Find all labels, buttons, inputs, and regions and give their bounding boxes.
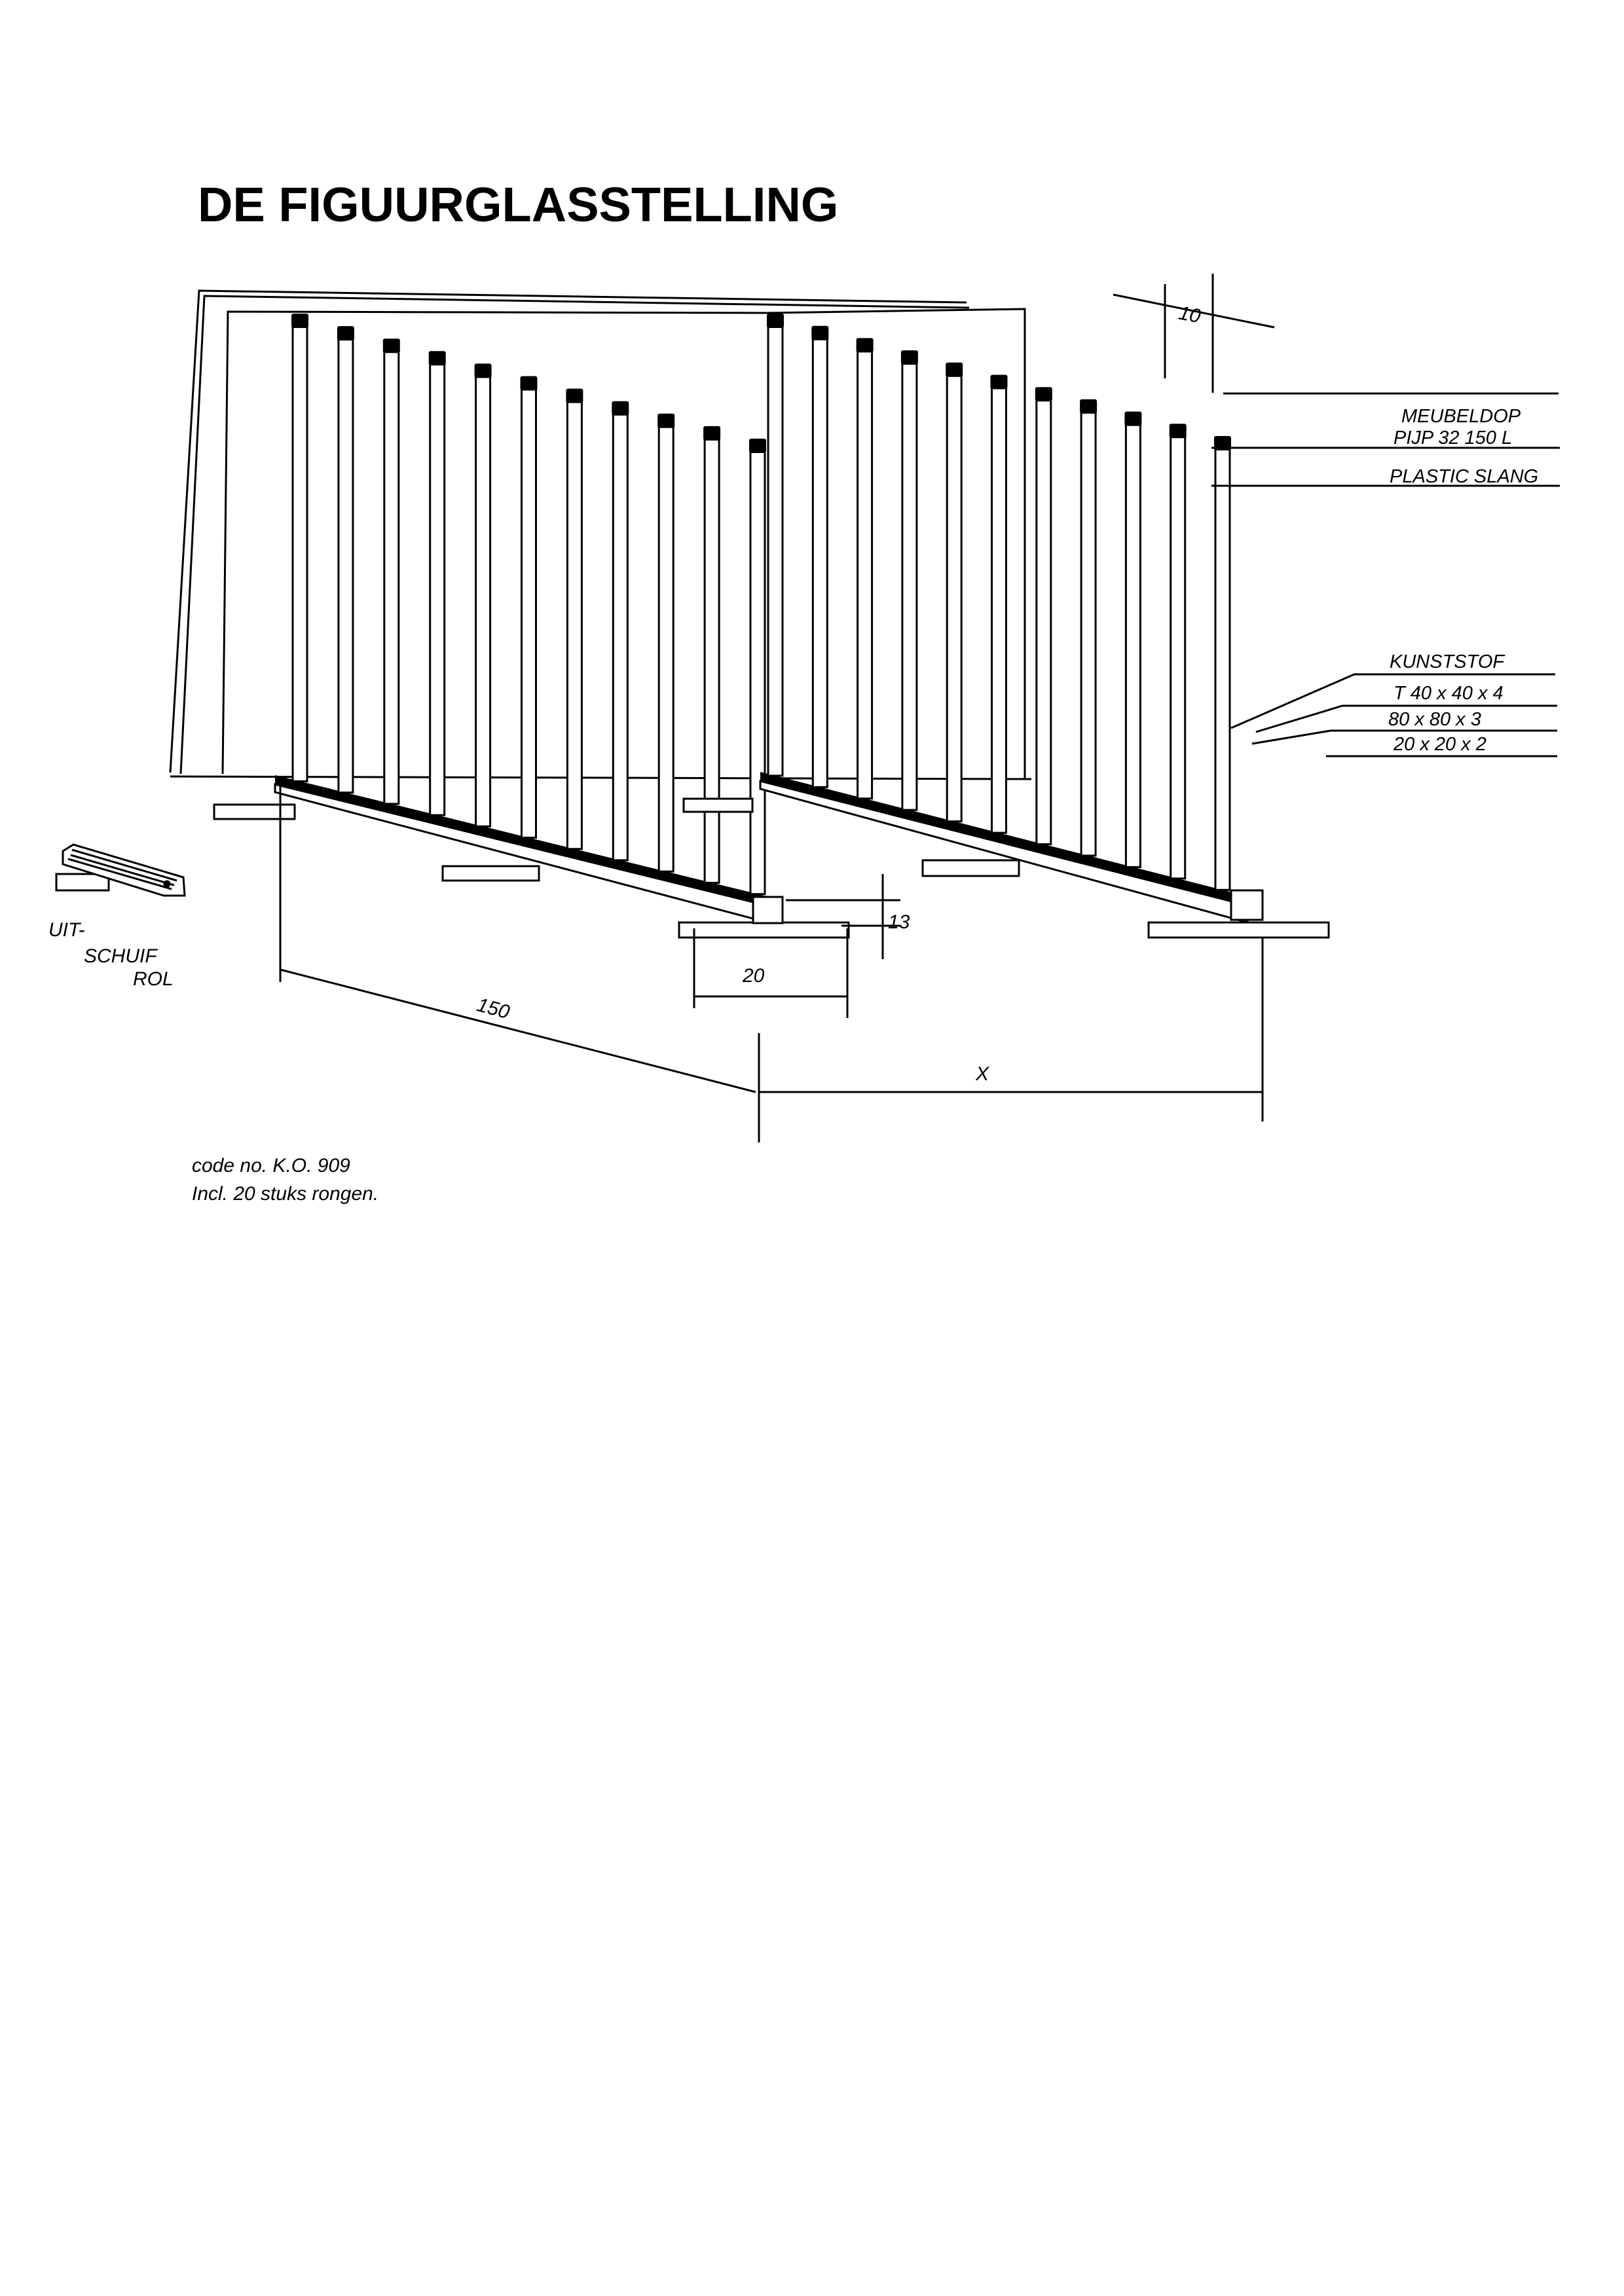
furniture-cap xyxy=(856,338,874,353)
furniture-cap xyxy=(990,374,1008,390)
furniture-cap xyxy=(612,401,629,416)
furniture-cap xyxy=(749,439,766,453)
furniture-cap xyxy=(1080,399,1098,414)
roller-label-line1: UIT- xyxy=(48,919,85,941)
label-meubeldop: MEUBELDOP xyxy=(1401,406,1521,427)
pipe-post xyxy=(475,366,492,828)
pipe-post xyxy=(767,316,784,777)
roller-icon xyxy=(55,843,186,897)
pipe-post xyxy=(1214,439,1231,891)
dimension-lines xyxy=(279,274,1560,1142)
furniture-cap xyxy=(291,314,308,328)
pipe-post xyxy=(612,404,629,862)
dimension-length: 150 xyxy=(475,994,512,1023)
dimension-foot-width: 20 xyxy=(742,965,765,987)
furniture-cap xyxy=(1169,424,1187,439)
furniture-cap xyxy=(1124,411,1142,426)
dimension-spacing: 10 xyxy=(1177,302,1202,327)
furniture-cap xyxy=(657,413,675,428)
furniture-cap xyxy=(474,363,492,378)
t-profile-rail xyxy=(275,775,783,909)
dimension-gap: X xyxy=(975,1063,989,1085)
rack-feet xyxy=(213,797,1330,939)
pipe-post xyxy=(291,316,308,782)
furniture-cap xyxy=(428,351,446,366)
pipe-post xyxy=(566,392,583,850)
furniture-cap xyxy=(337,326,354,341)
roller-label-line2: SCHUIF xyxy=(84,945,158,967)
furniture-cap xyxy=(767,314,784,328)
pipe-post xyxy=(901,353,918,811)
label-profile-80: 80 x 80 x 3 xyxy=(1388,709,1481,730)
pipe-post xyxy=(991,378,1007,834)
glass-frame xyxy=(169,289,1032,780)
pipe-post xyxy=(1080,402,1097,857)
code-number: code no. K.O. 909 xyxy=(192,1155,350,1176)
furniture-cap xyxy=(703,426,721,441)
furniture-cap xyxy=(382,338,400,354)
rack-right xyxy=(759,314,1249,924)
t-profile-rail xyxy=(760,772,1247,905)
rack-left xyxy=(274,314,784,928)
label-kunststof: KUNSTSTOF xyxy=(1390,651,1505,672)
furniture-cap xyxy=(900,350,918,365)
pipe-post xyxy=(946,365,963,823)
pipe-post xyxy=(429,354,446,816)
included-note: Incl. 20 stuks rongen. xyxy=(192,1183,378,1205)
furniture-cap xyxy=(1035,387,1052,402)
pipe-post xyxy=(1124,414,1141,868)
pipe-post xyxy=(811,329,828,788)
pipe-post xyxy=(749,441,766,896)
pipe-post xyxy=(337,329,354,794)
furniture-cap xyxy=(566,388,583,403)
label-pijp: PIJP 32 150 L xyxy=(1393,428,1512,448)
dimension-height: 13 xyxy=(888,911,910,933)
pipe-post xyxy=(703,429,720,884)
pipe-post xyxy=(1170,426,1187,880)
furniture-cap xyxy=(520,376,538,391)
furniture-cap xyxy=(811,325,829,340)
pipe-post xyxy=(857,340,874,800)
roller-label-line3: ROL xyxy=(133,968,174,990)
label-profile-20: 20 x 20 x 2 xyxy=(1393,734,1486,755)
pipe-post xyxy=(383,341,400,805)
furniture-cap xyxy=(946,362,963,377)
page-title: DE FIGUURGLASSTELLING xyxy=(198,177,838,232)
label-t-profile: T 40 x 40 x 4 xyxy=(1393,683,1504,704)
label-plastic-slang: PLASTIC SLANG xyxy=(1390,466,1538,487)
pipe-post xyxy=(1035,390,1052,846)
pipe-post xyxy=(657,416,674,873)
pipe-post xyxy=(521,379,537,839)
